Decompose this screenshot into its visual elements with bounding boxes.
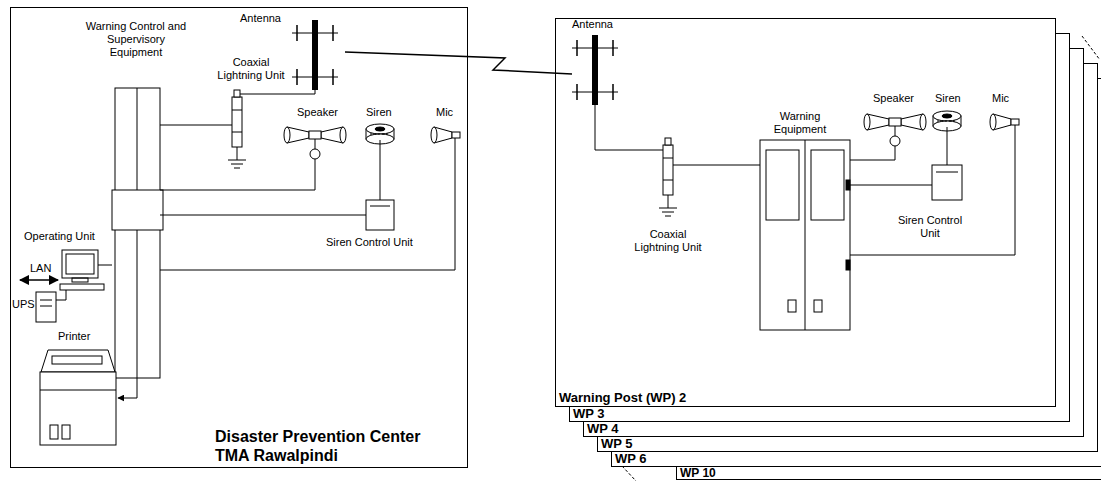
- warning-post-panel: Warning Post (WP) 2: [555, 18, 1055, 406]
- part-label: Siren: [935, 92, 961, 105]
- warning-post-panel: WP 3: [569, 33, 1069, 421]
- box-outline: [11, 8, 468, 468]
- post-label: WP 10: [680, 467, 716, 479]
- part-label: Operating Unit: [24, 230, 95, 243]
- part-label: Warning Equipment: [770, 110, 830, 136]
- warning-post-panel: WP 5: [597, 63, 1097, 451]
- part-label: Antenna: [240, 12, 281, 25]
- part-label: Mic: [992, 92, 1009, 105]
- part-label: Siren: [366, 106, 392, 119]
- part-label: LAN: [30, 262, 51, 275]
- warning-post-panel: WP 6: [611, 78, 1101, 466]
- post-label: Warning Post (WP) 2: [559, 391, 686, 405]
- post-label: WP 6: [615, 452, 647, 466]
- part-label: Siren Control Unit: [326, 236, 413, 249]
- box-outline: [556, 19, 1056, 407]
- post-label: WP 3: [573, 407, 605, 421]
- warning-post-panel: WP 10: [676, 93, 1101, 479]
- part-label: Coaxial Lightning Unit: [212, 56, 290, 82]
- part-label: Printer: [58, 330, 90, 343]
- center-title: Disaster Prevention Center TMA Rawalpind…: [215, 427, 455, 465]
- part-label: Speaker: [873, 92, 914, 105]
- warning-post-panel: WP 4: [583, 48, 1083, 436]
- part-label: Mic: [436, 106, 453, 119]
- part-label: Speaker: [297, 106, 338, 119]
- part-label: Coaxial Lightning Unit: [628, 228, 708, 254]
- part-label: UPS: [12, 298, 35, 311]
- part-label: Warning Control and Supervisory Equipmen…: [80, 20, 192, 59]
- part-label: Siren Control Unit: [895, 214, 965, 240]
- post-label: WP 5: [601, 437, 633, 451]
- part-label: Antenna: [572, 18, 613, 31]
- post-label: WP 4: [587, 422, 619, 436]
